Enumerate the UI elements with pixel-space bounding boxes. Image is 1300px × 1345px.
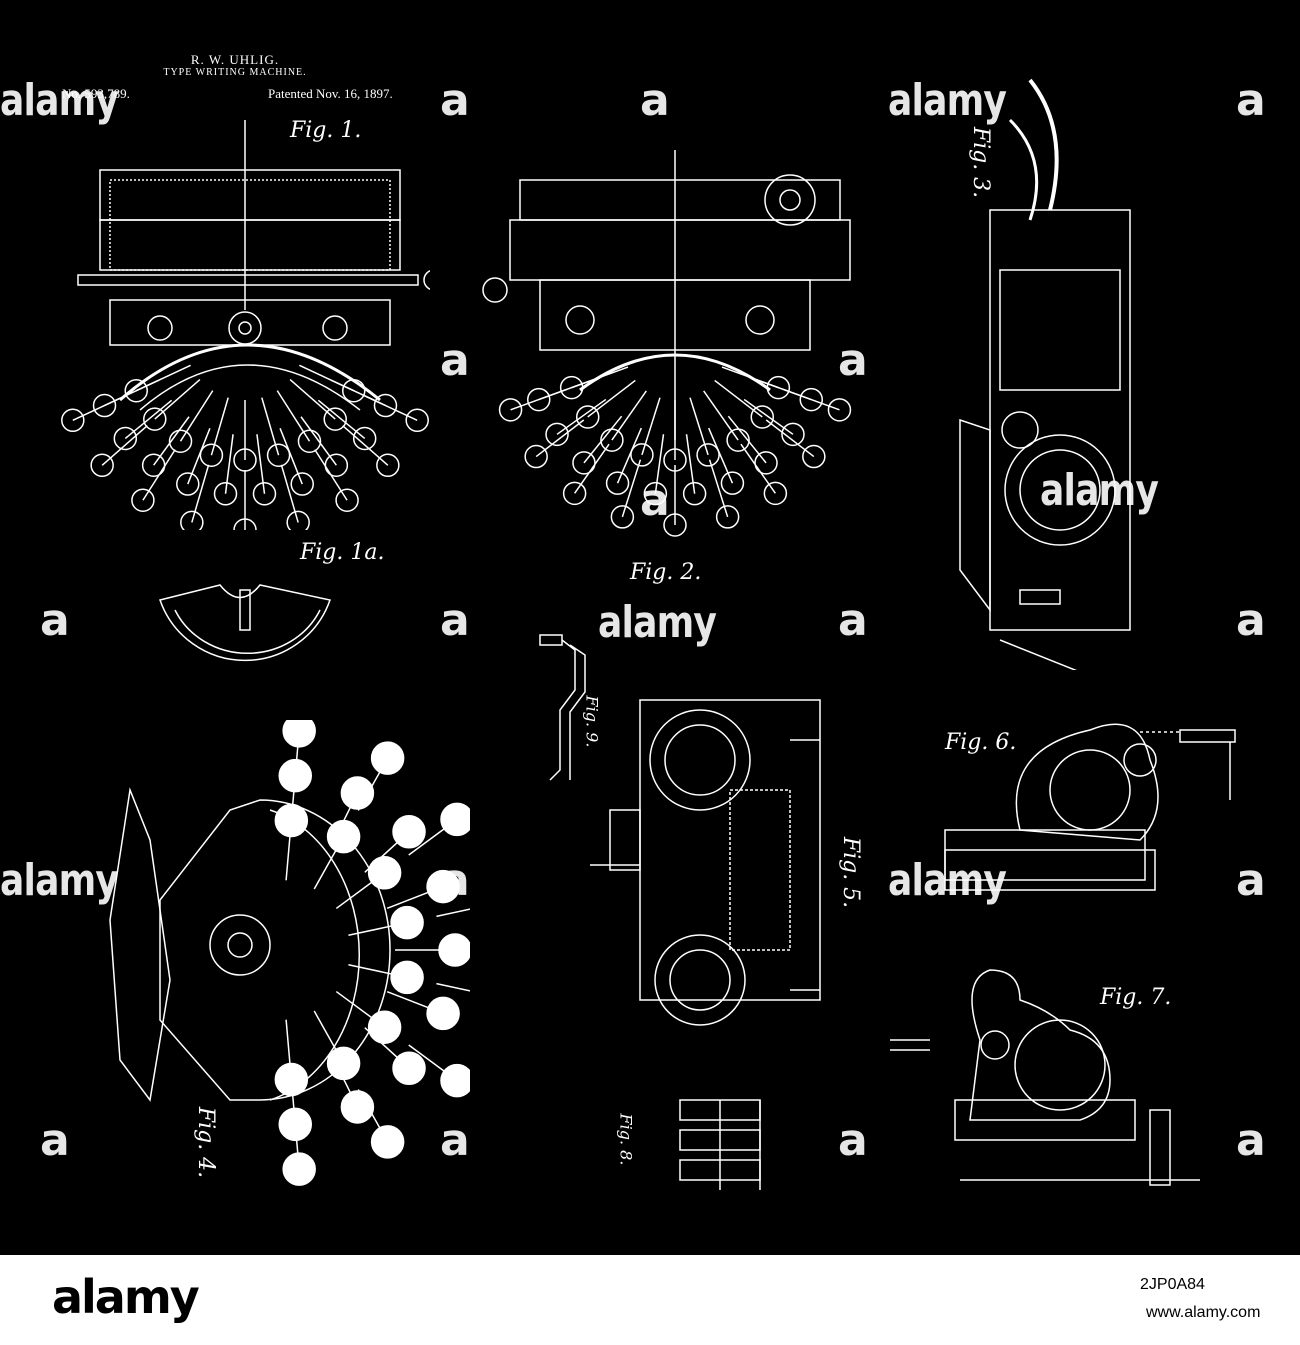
watermark-top-left: alamy: [0, 75, 118, 126]
key-cap: [143, 454, 165, 476]
image-id: 2JP0A84: [1140, 1276, 1205, 1294]
fig6-label: Fig. 6.: [945, 730, 1016, 755]
fig4-drawing: [90, 720, 470, 1200]
fig5-label: Fig. 5.: [838, 837, 863, 908]
key-cap: [369, 1011, 401, 1043]
key-cap: [372, 1126, 404, 1158]
key-lever: [102, 426, 147, 466]
key-cap: [283, 1153, 315, 1185]
key-cap: [393, 1052, 425, 1084]
watermark-letter-4: a: [40, 595, 70, 646]
fig9-label: Fig. 9.: [582, 696, 601, 748]
inventor-name: R. W. UHLIG.: [0, 52, 470, 68]
watermark-letter-12: a: [838, 1115, 868, 1166]
watermark-center: alamy: [598, 597, 716, 648]
key-cap: [372, 742, 404, 774]
key-lever: [612, 391, 646, 440]
key-cap: [427, 997, 459, 1029]
key-lever: [155, 380, 200, 420]
key-lever: [301, 417, 336, 465]
key-lever: [343, 426, 388, 466]
key-lever: [710, 460, 728, 517]
key-lever: [262, 398, 279, 456]
fig3-label: Fig. 3.: [968, 127, 993, 198]
fig8-label: Fig. 8.: [616, 1114, 635, 1166]
key-lever: [622, 460, 640, 517]
watermark-letter-6: a: [838, 595, 868, 646]
key-cap: [717, 506, 739, 528]
key-lever: [741, 444, 775, 493]
fig2-label: Fig. 2.: [630, 560, 701, 585]
patent-sheet: R. W. UHLIG. TYPE WRITING MACHINE. No. 5…: [0, 0, 1300, 1255]
key-cap: [500, 399, 522, 421]
fig2-drawing: [470, 140, 890, 540]
key-lever: [73, 395, 127, 420]
key-lever: [766, 420, 814, 457]
key-cap: [283, 720, 315, 747]
key-lever: [584, 416, 622, 463]
fig1a-drawing: [140, 560, 360, 700]
watermark-letter-1: a: [440, 75, 470, 126]
watermark-fig3: alamy: [1040, 465, 1158, 516]
key-lever: [728, 416, 766, 463]
key-lever: [154, 417, 189, 465]
key-cap: [439, 934, 470, 966]
watermark-mid-left: alamy: [0, 855, 118, 906]
key-lever: [715, 380, 763, 417]
key-cap: [684, 483, 706, 505]
key-lever: [211, 398, 228, 456]
watermark-letter-8: a: [440, 855, 470, 906]
key-cap: [525, 446, 547, 468]
fig1-label: Fig. 1.: [290, 118, 361, 143]
key-cap: [328, 1047, 360, 1079]
key-cap: [441, 803, 470, 835]
key-lever: [436, 984, 470, 997]
key-lever: [318, 400, 364, 438]
fig7-label: Fig. 7.: [1100, 985, 1171, 1010]
fig1-drawing: [50, 110, 430, 530]
key-lever: [690, 398, 708, 455]
footer-url[interactable]: www.alamy.com: [1146, 1304, 1260, 1322]
watermark-letter-14: a: [440, 335, 470, 386]
watermark-top-right: alamy: [888, 75, 1006, 126]
key-lever: [618, 428, 642, 483]
key-lever: [536, 420, 584, 457]
key-lever: [642, 398, 660, 455]
key-cap: [607, 472, 629, 494]
patent-date: Patented Nov. 16, 1897.: [268, 86, 393, 102]
key-cap: [391, 907, 423, 939]
key-cap: [441, 1065, 470, 1097]
key-lever: [575, 444, 609, 493]
key-cap: [611, 506, 633, 528]
key-lever: [709, 428, 733, 483]
key-cap: [369, 857, 401, 889]
key-cap: [391, 961, 423, 993]
key-lever: [704, 391, 738, 440]
watermark-letter-9: a: [1236, 855, 1266, 906]
key-lever: [290, 380, 335, 420]
fig1a-label: Fig. 1a.: [300, 540, 384, 565]
key-lever: [783, 389, 839, 410]
watermark-letter-10: a: [40, 1115, 70, 1166]
key-cap: [393, 816, 425, 848]
fig8-drawing: [660, 1090, 780, 1200]
watermark-letter-5: a: [440, 595, 470, 646]
watermark-letter-15: a: [640, 475, 670, 526]
watermark-letter-13: a: [1236, 1115, 1266, 1166]
key-lever: [363, 395, 417, 420]
fig5-drawing: [590, 650, 830, 1110]
key-cap: [573, 452, 595, 474]
watermark-mid-right: alamy: [888, 855, 1006, 906]
watermark-letter-11: a: [440, 1115, 470, 1166]
watermark-letter-16: a: [838, 335, 868, 386]
fig4-label: Fig. 4.: [193, 1107, 218, 1178]
footer-logo[interactable]: alamy: [52, 1270, 198, 1324]
watermark-letter-3: a: [1236, 75, 1266, 126]
key-lever: [588, 380, 636, 417]
watermark-letter-2: a: [640, 75, 670, 126]
key-cap: [328, 821, 360, 853]
key-lever: [511, 389, 567, 410]
watermark-letter-7: a: [1236, 595, 1266, 646]
key-lever: [125, 400, 171, 438]
